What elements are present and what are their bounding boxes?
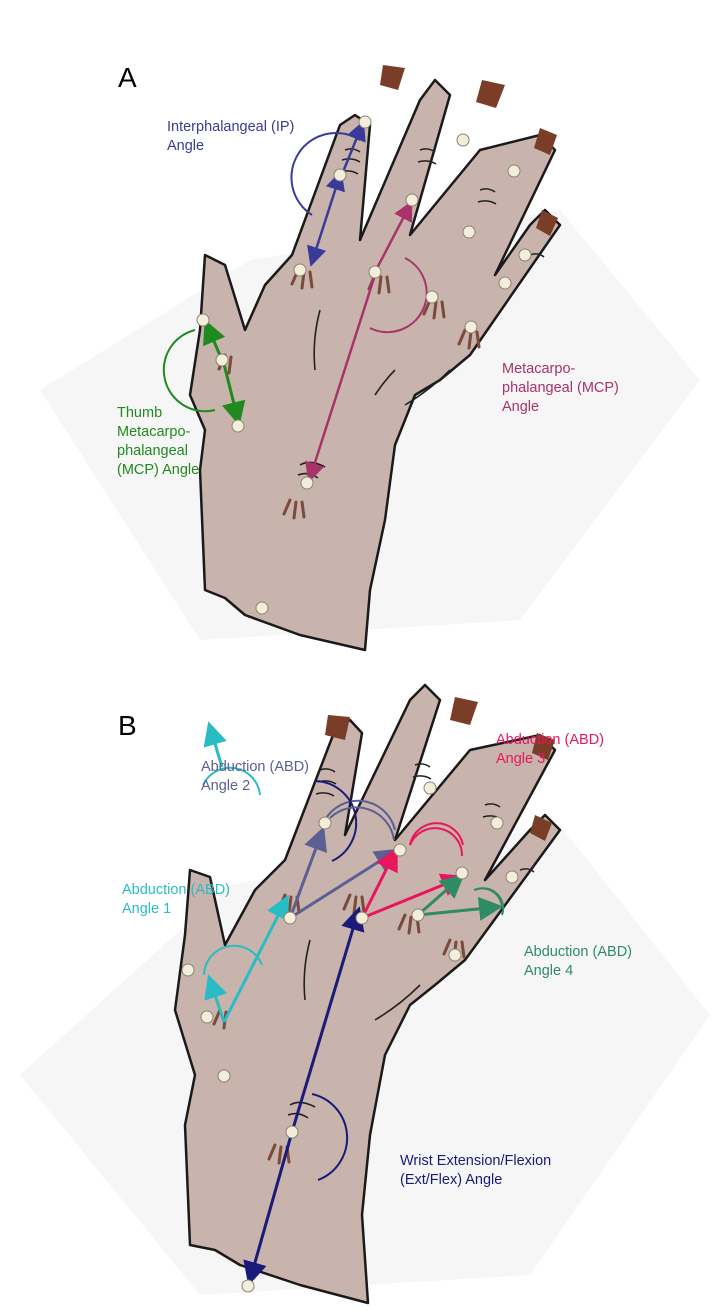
wrist-angle-label: Wrist Extension/Flexion (Ext/Flex) Angle bbox=[400, 1152, 551, 1190]
thumb-mcp-angle-label: Thumb Metacarpo- phalangeal (MCP) Angle bbox=[117, 404, 199, 480]
abd-angle-1-label: Abduction (ABD) Angle 1 bbox=[122, 881, 230, 919]
abd-angle-4-label: Abduction (ABD) Angle 4 bbox=[524, 943, 632, 981]
ip-angle-label: Interphalangeal (IP) Angle bbox=[167, 118, 294, 156]
abd-angle-3-arc bbox=[410, 828, 462, 856]
wrist-forearm-arrow bbox=[250, 1132, 292, 1280]
abd-angle-2-arc bbox=[330, 807, 394, 840]
mcp-angle-label: Metacarpo- phalangeal (MCP) Angle bbox=[502, 360, 619, 417]
abd-angle-4-arc bbox=[474, 888, 502, 908]
wrist-angle-arc bbox=[312, 1094, 347, 1180]
panel-label: A bbox=[118, 62, 137, 94]
abd-2-index-arrow bbox=[290, 832, 322, 918]
abd-4-ring-arrow bbox=[418, 878, 460, 915]
abd-4-little-arrow bbox=[418, 907, 497, 915]
measurement-overlay-b bbox=[0, 655, 723, 1310]
panel-b: B Abduction (ABD) Angle 2 Abduction (ABD… bbox=[0, 655, 723, 1310]
abd-1-index-arrow bbox=[224, 900, 286, 1022]
motion-markers bbox=[182, 782, 518, 1292]
panel-a: A Interphalangeal (IP) Angle Thumb Metac… bbox=[0, 0, 723, 655]
abd-angle-3-label: Abduction (ABD) Angle 3 bbox=[496, 731, 604, 769]
abd-angle-1-arc bbox=[204, 946, 262, 975]
panel-label: B bbox=[118, 710, 137, 742]
hand-illustration-a bbox=[0, 0, 723, 655]
abd-angle-2-label: Abduction (ABD) Angle 2 bbox=[201, 758, 309, 796]
